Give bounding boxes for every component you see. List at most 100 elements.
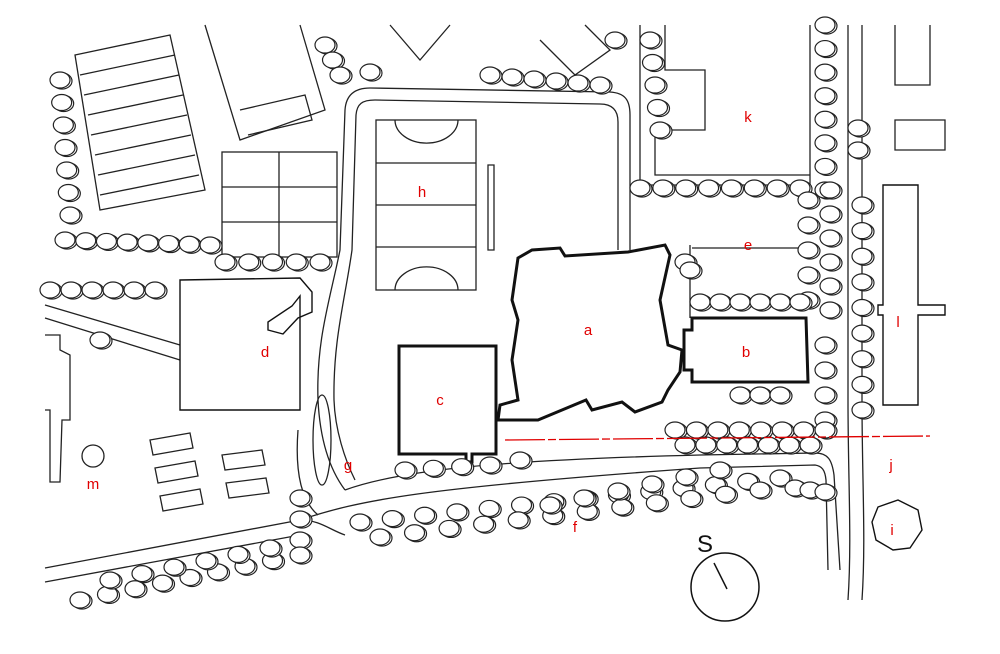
tree-icon: [75, 232, 99, 251]
tree-icon: [736, 436, 761, 455]
tree-icon: [59, 206, 83, 225]
tree-icon: [95, 232, 120, 252]
tree-icon: [51, 93, 75, 113]
tree-icon: [289, 510, 313, 529]
tree-icon: [851, 247, 875, 266]
tree-icon: [789, 293, 813, 312]
tree-icon: [509, 451, 533, 470]
building-i: [871, 499, 923, 551]
tree-icon: [664, 421, 688, 440]
tree-icon: [679, 261, 703, 280]
label-j: j: [888, 457, 892, 474]
tree-icon: [646, 98, 671, 118]
tree-icon: [545, 72, 569, 91]
tree-icon: [451, 458, 475, 477]
tree-icon: [501, 68, 525, 87]
tree-icon: [629, 179, 653, 198]
tree-icon: [49, 71, 73, 90]
tree-icon: [851, 222, 875, 241]
tree-icon: [819, 277, 843, 296]
tree-icon: [814, 134, 838, 153]
tree-icon: [792, 421, 817, 440]
tree-icon: [479, 456, 503, 475]
building-d: [179, 277, 313, 411]
tree-icon: [851, 196, 875, 215]
pond: [312, 394, 332, 486]
tree-icon: [56, 161, 80, 180]
tree-icon: [689, 293, 713, 312]
tree-icon: [54, 231, 78, 250]
label-m: m: [87, 476, 100, 493]
tree-icon: [641, 53, 666, 73]
tree-icon: [814, 39, 838, 59]
tree-icon: [814, 110, 838, 129]
tree-icon: [178, 235, 202, 254]
tree-icon: [403, 524, 428, 543]
tree-icon: [567, 74, 591, 93]
tree-icon: [680, 489, 704, 509]
tree-icon: [709, 293, 733, 312]
trees: [39, 16, 875, 610]
tree-icon: [116, 233, 140, 252]
tree-icon: [749, 293, 773, 312]
tree-icon: [697, 179, 722, 198]
tree-icon: [89, 331, 113, 350]
tree-icon: [766, 179, 790, 198]
tree-icon: [39, 281, 63, 300]
tree-icon: [851, 350, 875, 369]
tree-icon: [179, 568, 203, 588]
tree-icon: [199, 236, 223, 255]
label-l: l: [896, 314, 899, 331]
tree-icon: [479, 66, 503, 85]
tree-icon: [851, 273, 875, 292]
tree-icon: [709, 461, 733, 480]
tree-icon: [797, 266, 821, 285]
tree-icon: [851, 324, 875, 343]
tree-icon: [314, 36, 338, 55]
tree-icon: [814, 421, 838, 440]
tree-icon: [771, 421, 795, 440]
tree-icon: [847, 119, 871, 138]
tree-icon: [607, 482, 631, 501]
tree-icon: [131, 564, 155, 584]
tree-icon: [814, 361, 838, 380]
tree-icon: [769, 386, 793, 405]
building-c: [397, 344, 498, 464]
road-southwest-b: [44, 534, 301, 583]
tree-icon: [797, 191, 821, 210]
tree-icon: [309, 253, 333, 272]
tree-icon: [757, 436, 781, 455]
tree-icon: [52, 116, 76, 135]
tree-icon: [743, 179, 767, 198]
tree-icon: [716, 436, 740, 455]
tree-icon: [214, 253, 238, 272]
tree-icon: [797, 216, 821, 235]
tree-icon: [414, 506, 438, 525]
tree-icon: [644, 76, 668, 95]
tree-icon: [641, 475, 665, 494]
tree-icon: [819, 205, 843, 224]
tree-icon: [507, 511, 531, 530]
tree-icon: [446, 503, 470, 522]
tree-icon: [749, 481, 773, 500]
building-k: [654, 25, 810, 176]
tree-icon: [369, 528, 393, 547]
tree-icon: [259, 539, 283, 558]
building-b: [682, 316, 810, 384]
tree-icon: [814, 16, 838, 35]
tree-icon: [814, 386, 838, 405]
tree-icon: [422, 459, 446, 478]
tree-icon: [685, 421, 710, 440]
tree-icon: [510, 496, 535, 515]
tree-icon: [151, 574, 176, 593]
small-buildings: [149, 432, 270, 512]
main-road-north-edge: [344, 452, 841, 571]
label-k: k: [744, 109, 752, 126]
building-m: [45, 334, 71, 483]
tree-icon: [652, 179, 676, 198]
label-g: g: [344, 457, 352, 474]
tree-icon: [847, 141, 871, 160]
tree-icon: [729, 386, 753, 405]
tree-icon: [523, 70, 547, 89]
